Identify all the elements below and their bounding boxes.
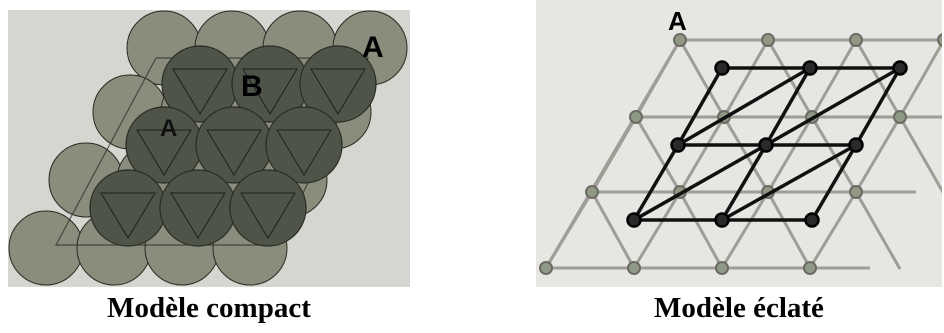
- a-lattice-line: [766, 116, 814, 193]
- a-lattice-line: [898, 40, 942, 118]
- b-lattice-line: [632, 144, 680, 221]
- compact-model-caption: Modèle compact: [107, 292, 311, 324]
- b-lattice-node: [758, 137, 774, 153]
- a-lattice-line: [810, 39, 858, 118]
- b-lattice-node: [626, 212, 642, 228]
- b-lattice-node: [714, 212, 730, 228]
- a-lattice-line: [810, 116, 858, 193]
- a-lattice-line: [678, 116, 726, 193]
- compact-model-panel: A B A: [8, 0, 410, 287]
- label-a: A: [668, 6, 687, 36]
- a-lattice-node: [539, 261, 553, 275]
- b-lattice-line: [854, 67, 902, 146]
- b-lattice-node: [714, 60, 730, 76]
- a-lattice-line: [766, 191, 812, 269]
- a-lattice-node: [715, 261, 729, 275]
- b-lattice-line: [633, 143, 767, 222]
- exploded-model-panel: A: [536, 0, 942, 287]
- b-lattice-node: [670, 137, 686, 153]
- a-lattice-line: [898, 116, 942, 194]
- a-lattice-node: [761, 33, 775, 47]
- b-lattice-node: [848, 137, 864, 153]
- exploded-model-illustration: A: [536, 0, 942, 287]
- sphere-triangle-mark: [276, 129, 332, 176]
- a-lattice-line: [678, 191, 724, 269]
- b-lattice-line: [720, 144, 768, 221]
- exploded-model-caption: Modèle éclaté: [654, 292, 824, 324]
- b-layer-sphere: [229, 169, 307, 247]
- b-lattice-line: [676, 67, 724, 146]
- a-lattice-line: [634, 116, 682, 193]
- a-lattice-line: [854, 39, 902, 118]
- a-lattice-node: [849, 33, 863, 47]
- b-lattice-node: [804, 212, 820, 228]
- a-lattice-line: [720, 191, 770, 269]
- a-lattice-node: [937, 33, 942, 47]
- b-layer-sphere: [299, 45, 377, 123]
- a-lattice-node: [673, 33, 687, 47]
- a-lattice-line: [854, 191, 902, 270]
- a-layer-sphere: [8, 210, 84, 286]
- sphere-triangle-mark: [136, 129, 192, 176]
- b-layer-sphere: [265, 106, 343, 184]
- sphere-triangle-mark: [242, 68, 298, 115]
- a-lattice-line: [722, 39, 770, 118]
- sphere-triangle-mark: [206, 129, 262, 176]
- compact-model-illustration: A B A: [8, 10, 410, 287]
- a-lattice-line: [854, 116, 902, 193]
- b-lattice-line: [677, 66, 811, 147]
- b-lattice-node: [892, 60, 908, 76]
- a-lattice-node: [585, 185, 599, 199]
- a-lattice-line: [632, 191, 682, 269]
- a-lattice-node: [627, 261, 641, 275]
- sphere-triangle-mark: [310, 68, 366, 115]
- label-a-mid: A: [160, 115, 177, 142]
- a-lattice-line: [678, 39, 726, 118]
- a-lattice-line: [808, 191, 858, 269]
- a-lattice-line: [544, 39, 682, 269]
- sphere-triangle-mark: [240, 192, 296, 239]
- label-b: B: [241, 70, 263, 103]
- a-lattice-node: [849, 185, 863, 199]
- sphere-triangle-mark: [100, 192, 156, 239]
- label-a-top: A: [362, 31, 384, 64]
- b-lattice-line: [721, 143, 857, 222]
- b-layer-sphere: [159, 169, 237, 247]
- a-lattice-node: [893, 110, 907, 124]
- a-lattice-node: [803, 261, 817, 275]
- sphere-triangle-mark: [172, 68, 228, 115]
- sphere-triangle-mark: [170, 192, 226, 239]
- a-lattice-line: [590, 191, 636, 269]
- a-lattice-node: [629, 110, 643, 124]
- b-lattice-line: [810, 144, 858, 221]
- b-lattice-node: [802, 60, 818, 76]
- b-lattice-line: [764, 67, 812, 146]
- b-lattice-line: [765, 66, 901, 147]
- b-layer-sphere: [89, 169, 167, 247]
